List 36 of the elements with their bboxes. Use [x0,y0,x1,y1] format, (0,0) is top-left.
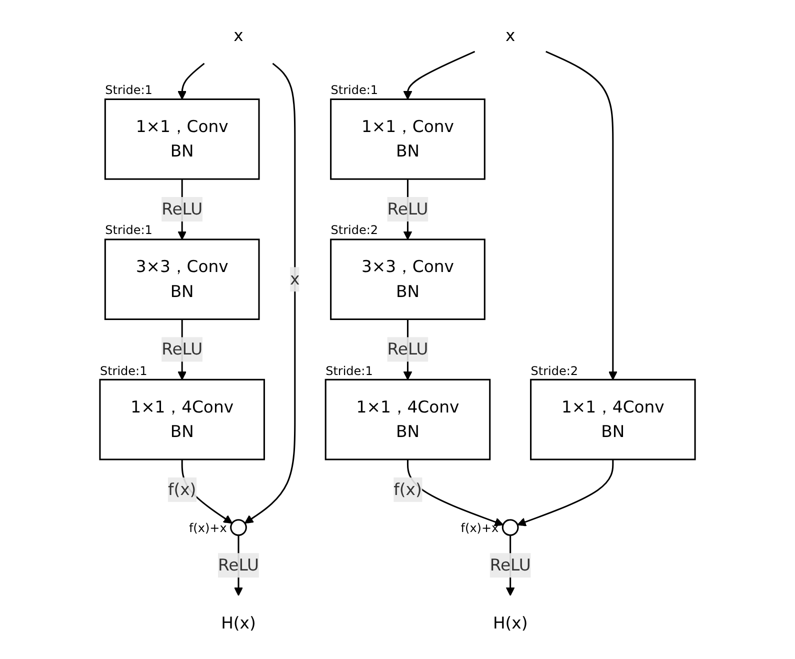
arrow [403,50,476,100]
node-box: 1×1，4Conv BN [530,378,696,460]
stride-label: Stride:1 [105,223,152,238]
node-text: x [234,26,244,46]
edge-label: ReLU [162,199,203,218]
node-box: 3×3，Conv BN [330,238,486,320]
arrow [178,62,205,100]
stride-label: Stride:1 [326,364,373,378]
arrow [546,50,618,380]
stride-label: Stride:1 [330,83,378,98]
edge-label: f(x) [168,479,196,499]
node-circle [230,519,247,536]
edge-label: ReLU [387,199,428,218]
edge-label: ReLU [218,555,259,575]
edge-label: ReLU [387,339,428,359]
node-box: 1×1，4Conv BN [324,378,491,460]
stride-label: Stride:1 [105,83,152,98]
edge-label: f(x) [394,479,422,499]
node-box: 1×1，Conv BN [104,98,260,180]
node-text: H(x) [221,612,256,632]
edge-label: ReLU [162,339,203,359]
edge-label: x [290,269,300,289]
node-text: x [505,26,516,46]
node-text: H(x) [492,612,528,632]
stride-label: Stride:2 [330,223,378,238]
arrow [244,62,296,524]
edge-label: ReLU [490,555,531,575]
node-circle [502,519,519,536]
node-box: 1×1，4Conv BN [99,378,265,460]
node-box: 1×1，Conv BN [330,98,486,180]
stride-label: Stride:2 [530,364,578,378]
arrow [517,459,614,526]
sum-label: f(x)+x [460,520,499,534]
sum-label: f(x)+x [188,520,227,534]
node-box: 3×3，Conv BN [104,238,260,320]
stride-label: Stride:1 [100,364,148,378]
